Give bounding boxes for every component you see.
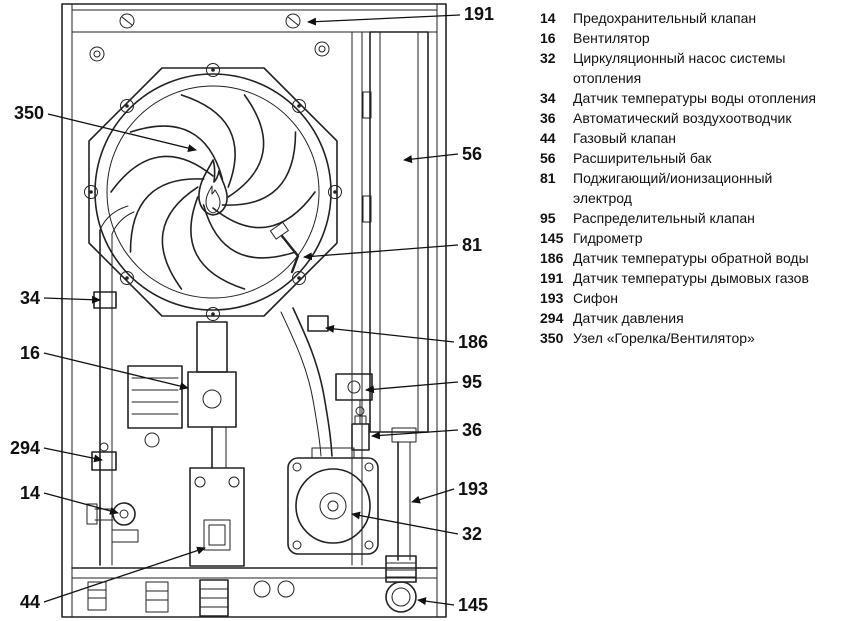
siphon <box>385 555 417 583</box>
legend-item-desc: Расширительный бак <box>573 150 712 166</box>
legend-item-desc: Датчик давления <box>573 310 684 326</box>
callout-81: 81 <box>462 235 483 255</box>
legend-item: 145 Гидрометр <box>540 228 840 248</box>
legend-item-desc: Гидрометр <box>573 230 643 246</box>
callout-191: 191 <box>464 4 495 24</box>
legend-item: 186 Датчик температуры обратной воды <box>540 248 840 268</box>
pressure-gauge <box>385 581 417 613</box>
legend-item-desc: Предохранительный клапан <box>573 10 757 26</box>
gas-valve <box>189 467 245 567</box>
boiler-schematic <box>43 3 461 618</box>
legend-item-number: 32 <box>540 50 556 66</box>
legend-item-desc: Автоматический воздухоотводчик <box>573 110 792 126</box>
legend-item: 56 Расширительный бак <box>540 148 840 168</box>
legend-item: 95 Распределительный клапан <box>540 208 840 228</box>
legend-item-desc: Поджигающий/ионизационный электрод <box>573 170 773 206</box>
callout-36: 36 <box>462 420 483 440</box>
legend-item: 14 Предохранительный клапан <box>540 8 840 28</box>
callout-56: 56 <box>462 144 483 164</box>
legend-item-number: 16 <box>540 30 556 46</box>
legend-item: 191 Датчик температуры дымовых газов <box>540 268 840 288</box>
legend-item-number: 191 <box>540 270 564 286</box>
bottom-manifold <box>87 579 295 617</box>
legend-item-desc: Распределительный клапан <box>573 210 755 226</box>
ignition-electrode <box>269 221 300 274</box>
fan-motor <box>127 365 183 448</box>
legend-item-number: 34 <box>540 90 556 106</box>
pressure-sensor <box>91 442 117 471</box>
flame-icon <box>198 159 228 216</box>
mixer-duct <box>187 321 237 469</box>
legend-item-number: 81 <box>540 170 556 186</box>
callout-350: 350 <box>13 103 44 123</box>
legend-item-desc: Вентилятор <box>573 30 650 46</box>
expansion-tank <box>362 31 429 433</box>
distribution-valve <box>335 373 373 425</box>
legend-item-number: 44 <box>540 130 556 146</box>
callout-14: 14 <box>19 483 40 503</box>
bolt-icon <box>84 63 342 321</box>
drain-pipe <box>391 427 417 561</box>
air-vent <box>351 406 370 451</box>
legend-item-number: 294 <box>540 310 564 326</box>
legend-item-desc: Сифон <box>573 290 618 306</box>
screw-icon <box>119 13 301 29</box>
legend-item: 32 Циркуляционный насос системы отоплени… <box>540 48 840 88</box>
return-pipe <box>280 307 333 457</box>
legend-item: 36 Автоматический воздухоотводчик <box>540 108 840 128</box>
burner-fan-assembly <box>84 63 342 321</box>
legend-item-number: 95 <box>540 210 556 226</box>
legend-item-desc: Циркуляционный насос системы отопления <box>573 50 786 86</box>
return-water-temp-sensor <box>307 315 329 332</box>
leader-lines <box>43 14 461 606</box>
legend-item: 34 Датчик температуры воды отопления <box>540 88 840 108</box>
legend-item: 16 Вентилятор <box>540 28 840 48</box>
callout-294: 294 <box>9 438 40 458</box>
callout-32: 32 <box>462 524 483 544</box>
legend-item-desc: Датчик температуры воды отопления <box>573 90 817 106</box>
circulation-pump <box>287 447 379 555</box>
callout-44: 44 <box>19 592 40 612</box>
callout-193: 193 <box>458 479 489 499</box>
legend-item: 44 Газовый клапан <box>540 128 840 148</box>
legend-item-number: 186 <box>540 250 564 266</box>
legend-item-number: 56 <box>540 150 556 166</box>
legend-item: 294 Датчик давления <box>540 308 840 328</box>
callout-16: 16 <box>19 343 40 363</box>
hook-icon <box>89 41 330 62</box>
boiler-cabinet <box>61 3 447 618</box>
legend-item: 350 Узел «Горелка/Вентилятор» <box>540 328 840 348</box>
legend-item-desc: Датчик температуры обратной воды <box>573 250 809 266</box>
callout-34: 34 <box>19 288 40 308</box>
legend-item-number: 145 <box>540 230 564 246</box>
legend-item-desc: Узел «Горелка/Вентилятор» <box>573 330 755 346</box>
legend-item: 81 Поджигающий/ионизационный электрод <box>540 168 840 208</box>
callout-186: 186 <box>458 332 489 352</box>
legend-item-desc: Газовый клапан <box>573 130 677 146</box>
legend: 14 Предохранительный клапан 16 Вентилято… <box>540 8 840 348</box>
legend-item-number: 193 <box>540 290 564 306</box>
callout-95: 95 <box>462 372 483 392</box>
legend-item: 193 Сифон <box>540 288 840 308</box>
legend-item-number: 350 <box>540 330 564 346</box>
legend-item-number: 14 <box>540 10 556 26</box>
legend-item-desc: Датчик температуры дымовых газов <box>573 270 809 286</box>
callout-145: 145 <box>458 595 489 615</box>
fan-grille <box>108 83 318 301</box>
legend-item-number: 36 <box>540 110 556 126</box>
